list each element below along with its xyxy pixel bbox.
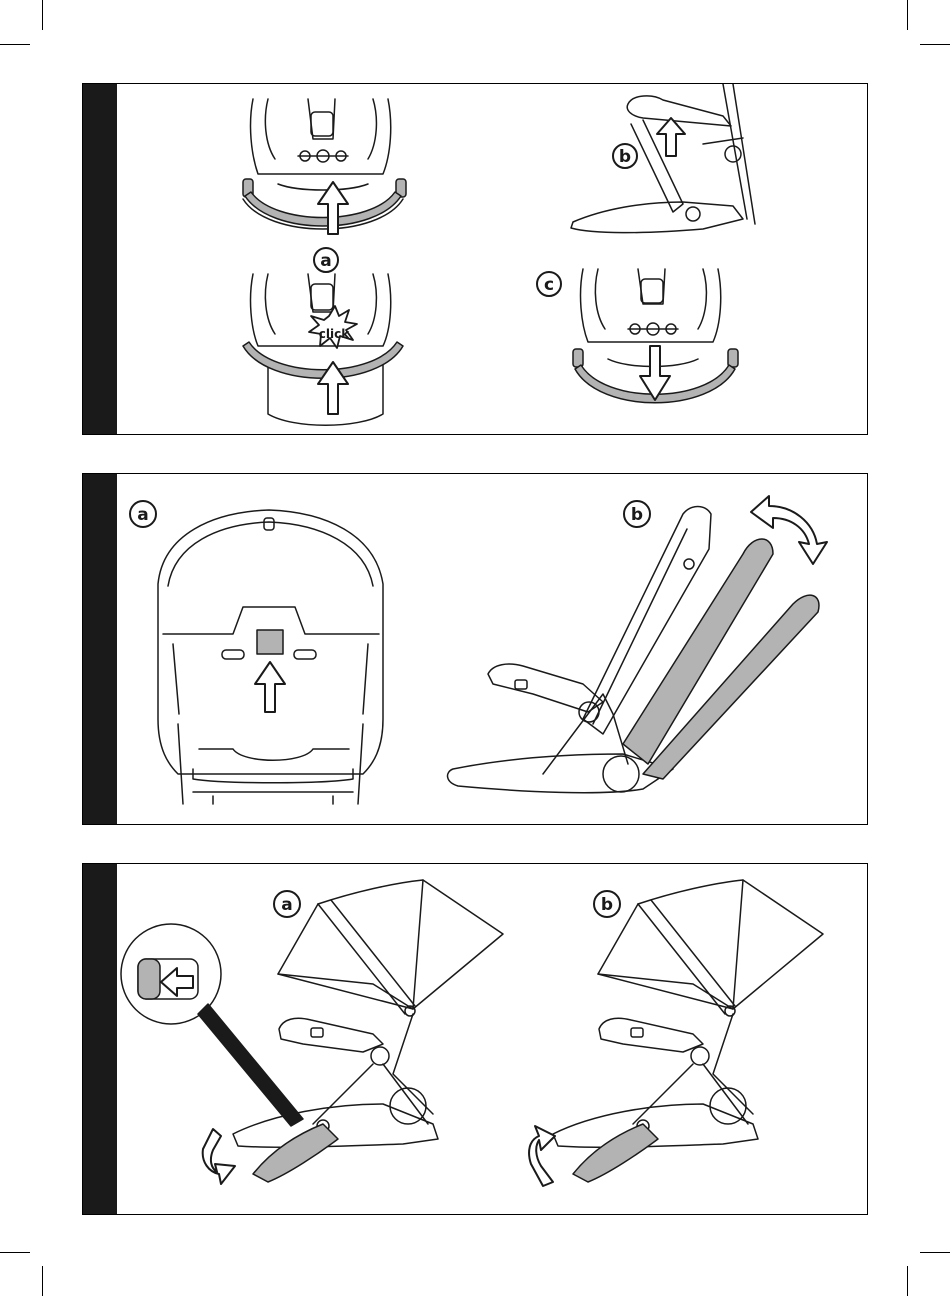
step-label-3b: b (601, 895, 613, 915)
lever-magnifier-inset (121, 924, 303, 1126)
stroller-side-view-b (553, 880, 823, 1147)
panel-3-illustration: a b (83, 864, 868, 1215)
step-marker-1c: c (537, 272, 561, 296)
step-label-2b: b (631, 505, 643, 525)
step-label-3a: a (281, 895, 292, 915)
up-arrow-2a (255, 662, 285, 712)
up-arrow-b (657, 118, 685, 156)
step-marker-3b: b (594, 891, 620, 917)
crop-mark-top-left-h (0, 44, 30, 45)
footrest-fold-b (573, 1124, 658, 1182)
crop-mark-top-right-v (907, 0, 908, 30)
crop-mark-top-left-v (42, 0, 43, 30)
panel-2-illustration: a b (83, 474, 868, 825)
step-label-1c: c (544, 275, 554, 295)
bumper-bar-a2 (243, 342, 403, 378)
handle-side-view-b (571, 84, 755, 233)
crop-mark-bottom-left-h (0, 1252, 30, 1253)
step-marker-1a: a (314, 248, 338, 272)
crop-mark-bottom-right-h (920, 1252, 950, 1253)
seat-front-view-a (158, 510, 383, 804)
instruction-panel-2: a b (82, 473, 868, 825)
instruction-panel-3: a b (82, 863, 868, 1215)
click-callout-text: click (319, 327, 350, 341)
instruction-panel-1: click a b c (82, 83, 868, 435)
step-label-2a: a (137, 505, 148, 525)
footrest-fold-a (253, 1124, 338, 1182)
curved-arrow-down-a (203, 1129, 235, 1184)
step-marker-1b: b (613, 144, 637, 168)
crop-mark-bottom-left-v (42, 1266, 43, 1296)
crop-mark-top-right-h (920, 44, 950, 45)
seat-top-view-a2 (251, 274, 391, 425)
step-label-1a: a (320, 251, 331, 271)
panel-1-illustration: click a b c (83, 84, 868, 435)
curved-arrow-up-b (529, 1126, 555, 1186)
stroller-side-view-a (233, 880, 503, 1147)
step-marker-3a: a (274, 891, 300, 917)
step-label-1b: b (619, 147, 631, 167)
step-marker-2a: a (130, 501, 156, 527)
crop-mark-bottom-right-v (907, 1266, 908, 1296)
step-marker-2b: b (624, 501, 650, 527)
down-arrow-c (640, 346, 670, 400)
